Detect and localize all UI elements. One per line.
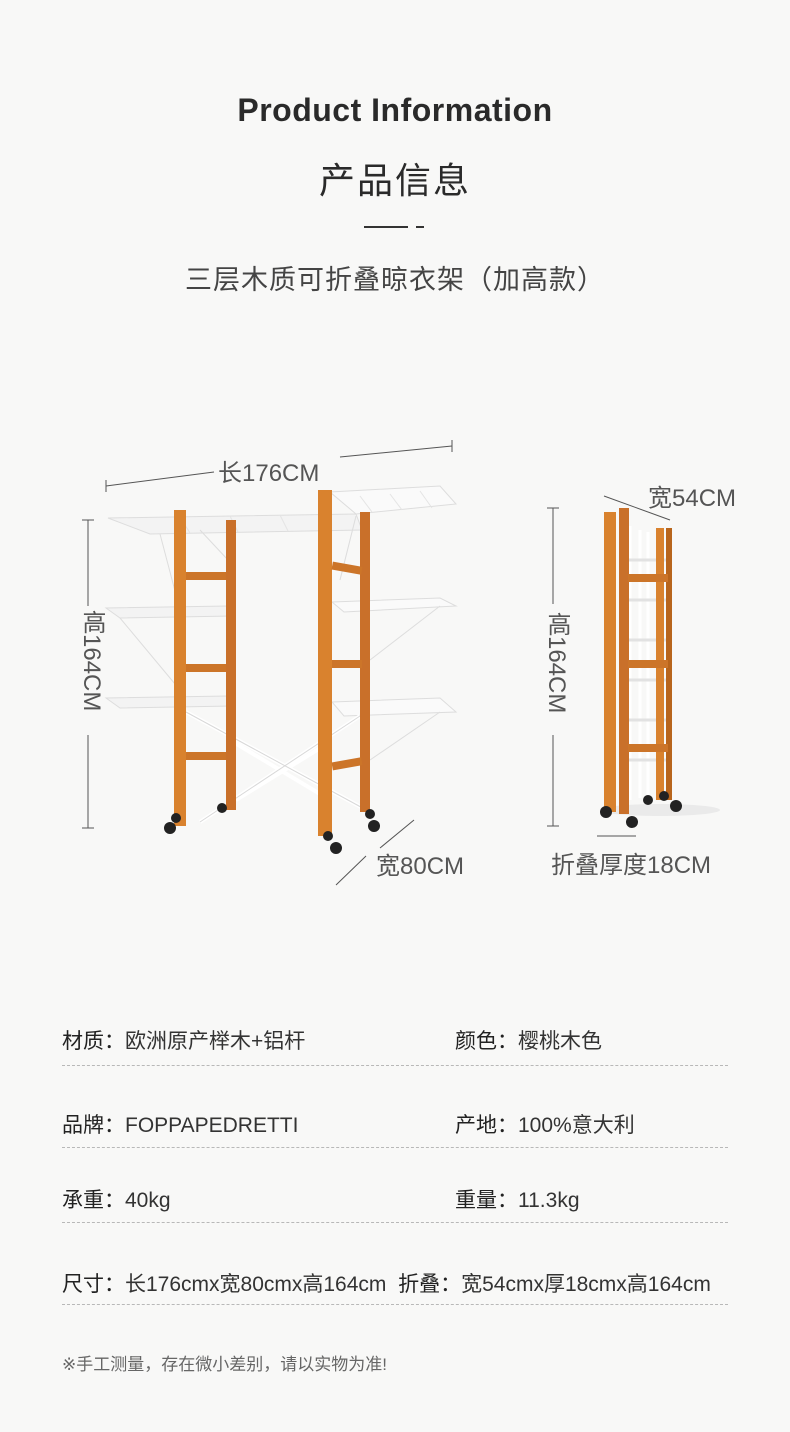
spec-value: 樱桃木色	[518, 1030, 602, 1053]
dimension-lines-folded	[547, 495, 671, 837]
dimension-height-label: 高164CM	[78, 610, 105, 712]
product-subtitle: 三层木质可折叠晾衣架（加高款）	[185, 265, 605, 295]
spec-label: 颜色：	[455, 1030, 518, 1053]
spec-origin: 产地：100%意大利	[455, 1109, 635, 1139]
open-rack	[104, 485, 458, 854]
spec-value: 长176cmx宽80cmx高164cm	[125, 1273, 387, 1296]
spec-label: 承重：	[62, 1189, 125, 1212]
spec-label: 材质：	[62, 1030, 125, 1053]
spec-label: 品牌：	[62, 1114, 125, 1137]
spec-value: 欧洲原产榉木+铝杆	[125, 1030, 306, 1053]
spec-value: FOPPAPEDRETTI	[125, 1114, 299, 1137]
dimension-depth-label: 宽80CM	[376, 853, 465, 880]
dimension-folded-thickness-label: 折叠厚度18CM	[551, 852, 712, 879]
spec-label: 尺寸：	[62, 1273, 125, 1296]
spec-row-brand-origin: 品牌：FOPPAPEDRETTI 产地：100%意大利	[62, 1087, 728, 1148]
drying-rack-illustration	[82, 440, 720, 886]
spec-label: 产地：	[455, 1114, 518, 1137]
dimension-length-label: 长176CM	[218, 460, 320, 487]
title-english: Product Information	[237, 92, 553, 128]
dimension-folded-width-label: 宽54CM	[648, 485, 737, 512]
spec-brand: 品牌：FOPPAPEDRETTI	[62, 1109, 298, 1139]
dimension-folded-height-label: 高164CM	[543, 612, 570, 714]
spec-load: 承重：40kg	[62, 1184, 171, 1214]
title-divider	[364, 226, 428, 228]
spec-weight: 重量：11.3kg	[455, 1184, 580, 1214]
spec-row-material-color: 材质：欧洲原产榉木+铝杆 颜色：樱桃木色	[62, 1005, 728, 1066]
spec-value: 40kg	[125, 1189, 171, 1212]
spec-label: 折叠：	[398, 1273, 462, 1296]
spec-value: 11.3kg	[518, 1189, 580, 1212]
spec-label: 重量：	[455, 1189, 518, 1212]
spec-value: 宽54cmx厚18cmx高164cm	[461, 1273, 711, 1296]
spec-color: 颜色：樱桃木色	[455, 1025, 602, 1055]
spec-row-load-weight: 承重：40kg 重量：11.3kg	[62, 1162, 728, 1223]
spec-row-size: 尺寸：长176cmx宽80cmx高164cm 折叠：宽54cmx厚18cmx高1…	[62, 1246, 728, 1305]
folded-rack	[600, 508, 720, 828]
dimension-lines-open	[82, 440, 453, 886]
measurement-note: ※手工测量，存在微小差别，请以实物为准!	[62, 1355, 387, 1374]
spec-size: 尺寸：长176cmx宽80cmx高164cm 折叠：宽54cmx厚18cmx高1…	[62, 1268, 711, 1298]
spec-value: 100%意大利	[518, 1114, 635, 1137]
spec-material: 材质：欧洲原产榉木+铝杆	[62, 1025, 305, 1055]
title-chinese: 产品信息	[318, 160, 471, 201]
